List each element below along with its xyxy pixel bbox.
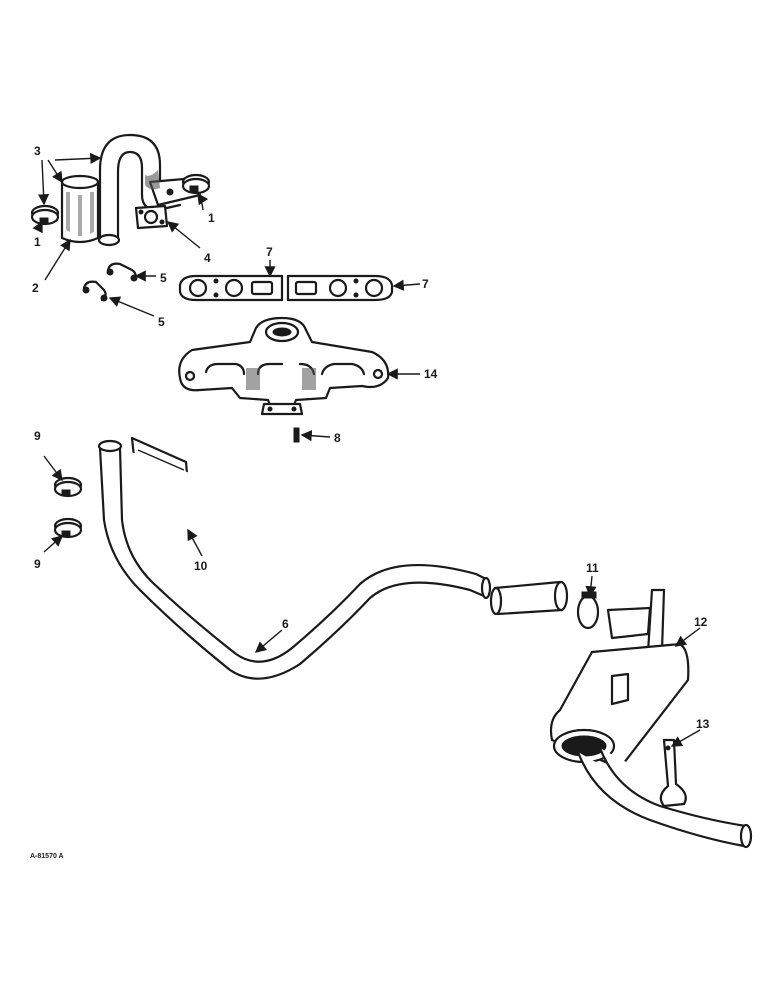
muffler-part-12 [549,588,690,770]
callout-6: 6 [282,617,289,631]
pipe-clamp-part-11 [576,591,600,630]
callout-7-top: 7 [266,245,273,259]
pipe-connector-section [489,580,569,616]
hose-clamp-part-9-lower [53,517,83,539]
exhaust-pipe-part-6 [97,439,492,680]
u-clamp-part-5-upper [106,262,138,282]
hose-clamp-part-9-upper [53,476,83,498]
callout-7-right: 7 [422,277,429,291]
callout-3: 3 [34,144,41,158]
callout-numbers: 3 1 1 2 4 5 5 7 7 14 8 9 9 10 6 11 12 13… [30,144,710,860]
callout-14: 14 [424,367,438,381]
stud-part-8 [293,427,300,443]
callout-9-upper: 9 [34,429,41,443]
flange-gasket-part-4 [134,204,169,230]
u-clamp-part-5-lower [82,280,108,302]
callout-4: 4 [204,251,211,265]
drawing-code: A-81570 A [30,853,64,860]
callout-1-left: 1 [34,235,41,249]
callout-10: 10 [194,559,208,573]
callout-2: 2 [32,281,39,295]
callout-5-lower: 5 [158,315,165,329]
callout-1-right: 1 [208,211,215,225]
callout-5-upper: 5 [160,271,167,285]
tailpipe-bracket-part-13 [659,738,687,808]
callout-8: 8 [334,431,341,445]
hose-clamp-part-1-right [181,173,211,195]
callout-9-lower: 9 [34,557,41,571]
hose-clamp-part-1-left [30,204,60,226]
exhaust-manifold-part-14 [178,316,390,416]
callout-leaders [32,152,701,747]
callout-13: 13 [696,717,710,731]
callout-12: 12 [694,615,708,629]
callout-11: 11 [586,561,599,575]
manifold-gasket-part-7 [178,274,394,302]
flex-hose-part-2 [60,174,100,244]
